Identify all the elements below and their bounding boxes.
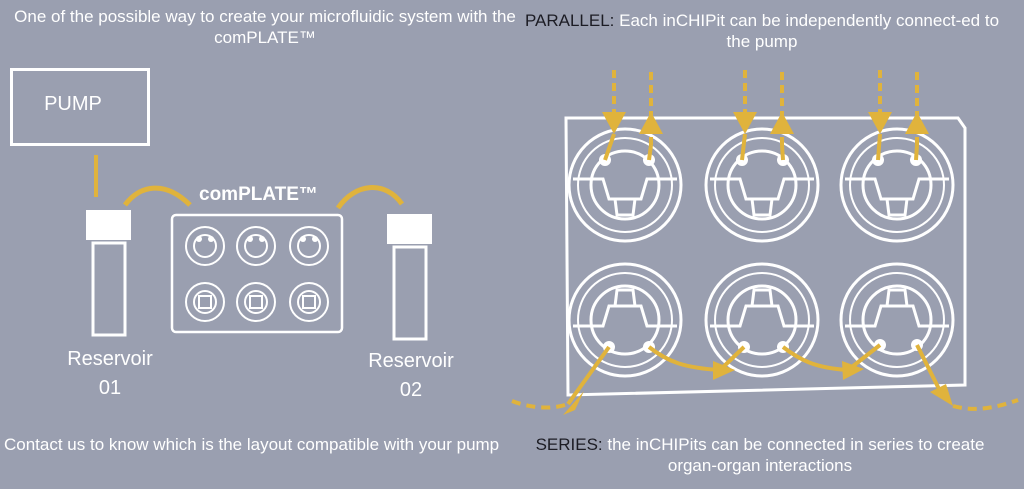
series-keyword: SERIES: (535, 435, 603, 454)
tube-reservoir1-plate (123, 185, 192, 207)
parallel-caption: PARALLEL: Each inCHIPit can be independe… (512, 10, 1012, 52)
reservoir-1-name: Reservoir (67, 348, 153, 370)
series-caption: SERIES: the inCHIPits can be connected i… (510, 434, 1010, 476)
reservoir-2-label: Reservoir 02 (356, 347, 466, 405)
pump-label: PUMP (44, 92, 102, 115)
parallel-text: Each inCHIPit can be independently conne… (614, 11, 1000, 51)
pump-box: PUMP (10, 68, 150, 146)
reservoir-2 (387, 214, 432, 341)
reservoir-1 (86, 210, 131, 337)
left-title: One of the possible way to create your m… (14, 7, 516, 47)
parallel-arrows (602, 70, 929, 161)
left-footer: Contact us to know which is the layout c… (4, 435, 500, 454)
series-arrows (511, 343, 1019, 415)
reservoir-1-label: Reservoir 01 (55, 345, 165, 403)
tube-plate-reservoir2 (335, 185, 405, 210)
parallel-keyword: PARALLEL: (524, 11, 615, 30)
small-plate (170, 213, 344, 334)
reservoir-2-name: Reservoir (368, 350, 454, 372)
complate-label: comPLATE™ (199, 184, 318, 205)
series-text: the inCHIPits can be connected in series… (602, 435, 985, 475)
reservoir-2-number: 02 (399, 379, 423, 401)
reservoir-1-number: 01 (98, 377, 122, 399)
large-plate (564, 116, 967, 397)
